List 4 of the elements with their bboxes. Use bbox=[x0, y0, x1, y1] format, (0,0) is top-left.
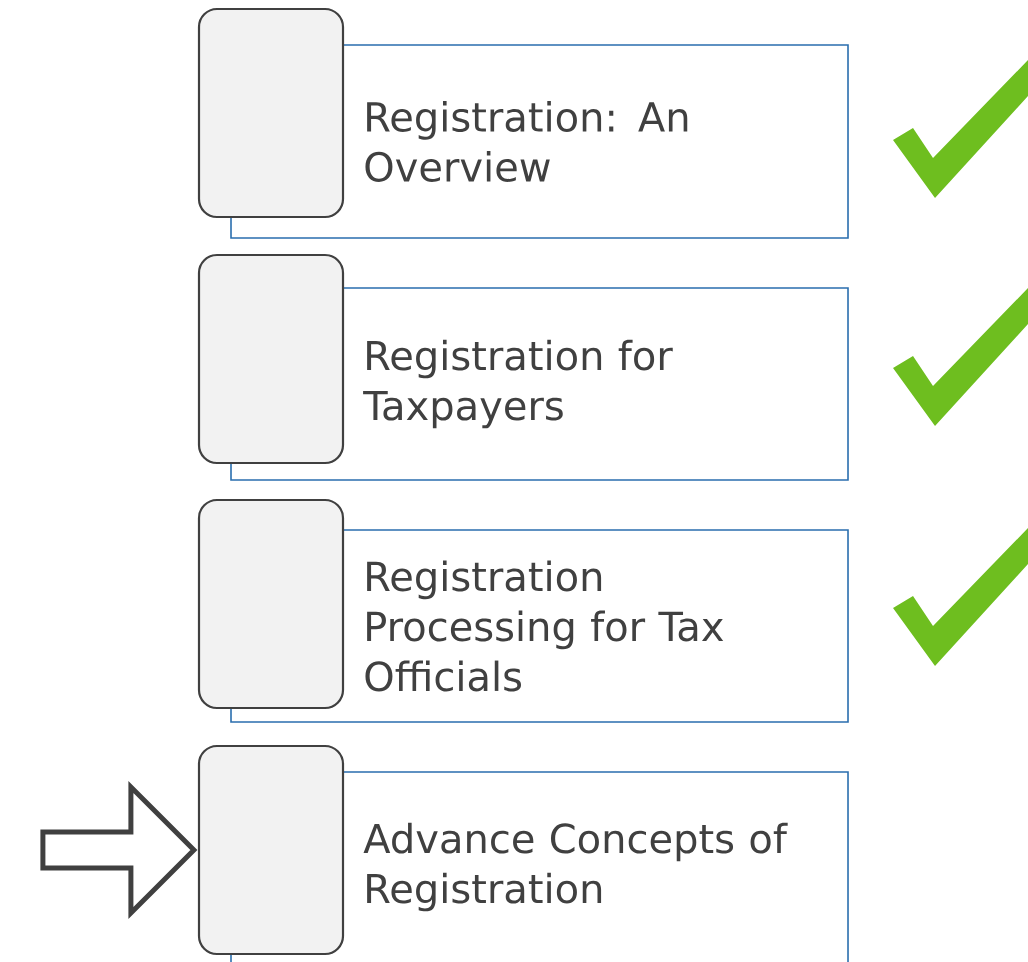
rounded-square bbox=[197, 744, 345, 956]
rounded-square bbox=[197, 253, 345, 465]
rounded-square bbox=[197, 7, 345, 219]
rounded-square bbox=[197, 498, 345, 710]
